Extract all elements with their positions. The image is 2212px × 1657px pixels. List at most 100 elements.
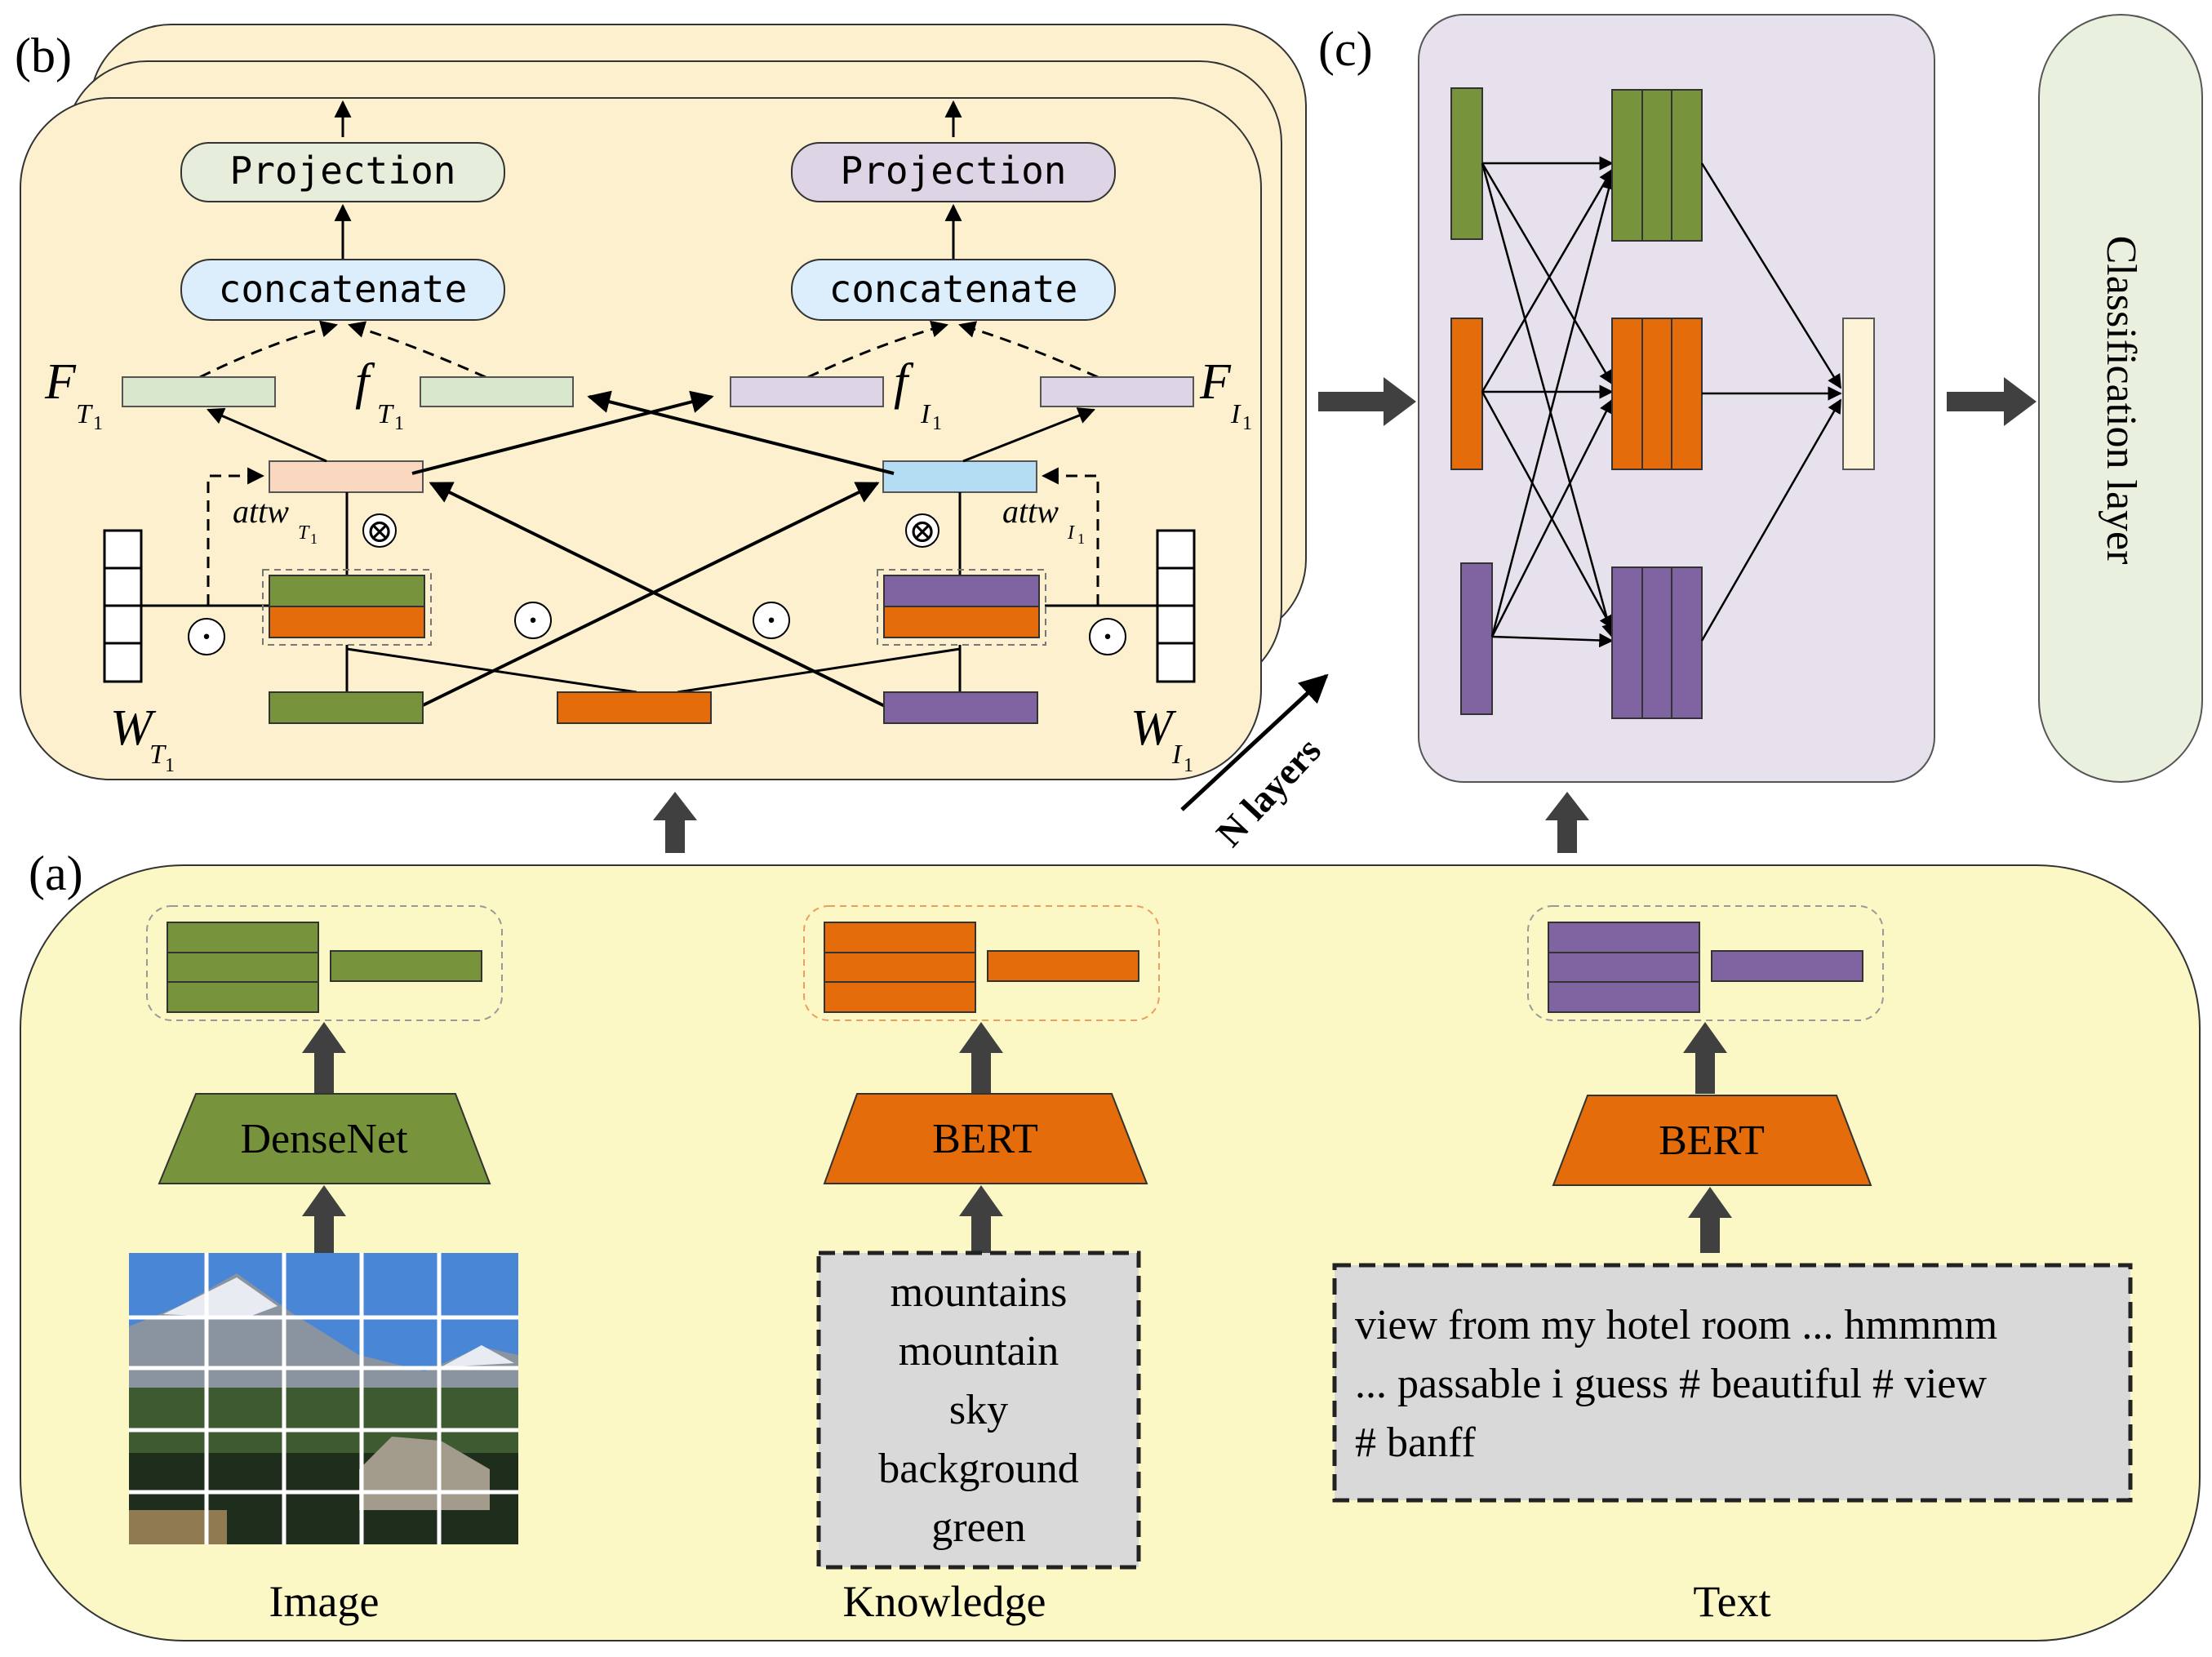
projection-box-left	[180, 142, 505, 202]
fusion-output-arrows	[1700, 162, 1842, 642]
arrow-attI-to-fT	[587, 390, 895, 475]
label-F-I-sub: I	[1230, 399, 1241, 429]
concatenate-label-right: concatenate	[829, 267, 1078, 311]
densenet-label: DenseNet	[240, 1116, 408, 1162]
arrow-green-to-attI	[415, 482, 880, 710]
fusion-input-purple	[1460, 562, 1493, 715]
dashed-arrow-WT-to-attT	[207, 467, 265, 606]
fusion-output-vector	[1842, 318, 1875, 470]
panel-c-label: (c)	[1318, 22, 1373, 76]
knowledge-word: mountains	[891, 1269, 1068, 1316]
concatenate-box-left	[180, 259, 505, 321]
dashed-arrow-fT-concat	[347, 321, 486, 379]
input-bar-green	[269, 691, 424, 724]
embedding-group-text	[1527, 905, 1884, 1021]
arrow-c-to-classification	[1947, 377, 2037, 426]
projection-label-left: Projection	[230, 149, 456, 193]
concatenate-box-right	[791, 259, 1116, 321]
text-box	[1332, 1263, 2133, 1503]
arrow-a-to-b	[653, 792, 697, 853]
odot-symbol-2: ·	[527, 602, 538, 638]
label-f-T-sub: T	[377, 399, 394, 429]
knowledge-words: mountains mountain sky background green	[878, 1269, 1078, 1551]
classification-layer-label: Classification layer	[2098, 236, 2144, 565]
stacked-pair-I	[877, 569, 1046, 646]
knowledge-caption: Knowledge	[843, 1577, 1046, 1626]
dashed-arrow-FI-concat	[957, 321, 1099, 379]
image-caption: Image	[269, 1577, 380, 1626]
feature-bar-F-I	[1040, 376, 1194, 407]
otimes-icon-left	[362, 513, 397, 548]
arrow-text-to-bert	[1688, 1187, 1732, 1253]
stacked-pair-T	[262, 569, 432, 646]
label-F-I: F	[1199, 354, 1232, 410]
arrow-b-to-c	[1318, 377, 1416, 426]
panel-a-label: (a)	[29, 846, 83, 900]
panel-c: (c)	[1318, 14, 1935, 783]
projection-box-right	[791, 142, 1116, 202]
label-attw-T-sub: T	[298, 522, 310, 544]
label-W-T-index: 1	[165, 755, 175, 776]
fusion-cross-arrows	[1481, 156, 1616, 648]
arrow-bert-text-to-embedding	[1683, 1022, 1727, 1094]
arrow-image-to-densenet	[302, 1185, 346, 1253]
input-bar-orange	[557, 691, 712, 724]
arrow-knowledge-to-bert	[959, 1185, 1003, 1253]
weight-vector-I	[1156, 529, 1196, 683]
feature-bar-f-T	[420, 376, 574, 407]
label-W-I-sub: I	[1171, 740, 1183, 770]
embedding-group-image	[146, 905, 503, 1021]
fusion-block-orange	[1611, 318, 1703, 470]
feature-bar-F-T	[122, 376, 276, 407]
dashed-arrow-fI-concat	[807, 320, 949, 379]
label-f-I-sub: I	[920, 399, 931, 429]
attention-box-I	[882, 460, 1037, 493]
knowledge-word: sky	[949, 1387, 1008, 1433]
label-attw-T: attw	[233, 493, 289, 530]
label-f-T-index: 1	[394, 413, 404, 434]
odot-icon-2	[514, 602, 552, 639]
odot-icon-1	[188, 618, 225, 655]
weight-vector-T	[103, 529, 143, 683]
knowledge-word: mountain	[899, 1328, 1059, 1375]
fusion-input-green	[1450, 87, 1483, 240]
concatenate-label-left: concatenate	[219, 267, 468, 311]
fusion-block-green	[1611, 89, 1703, 242]
odot-symbol-4: ·	[1102, 618, 1113, 655]
knowledge-word: background	[878, 1446, 1078, 1492]
label-W-I: W	[1130, 700, 1177, 756]
arrow-bert-knowledge-to-embedding	[959, 1022, 1003, 1094]
label-f-I-index: 1	[932, 413, 942, 434]
label-F-T-index: 1	[93, 413, 103, 434]
otimes-icon-right	[905, 513, 939, 548]
classification-layer-box	[2038, 14, 2203, 783]
label-F-T: F	[44, 354, 77, 410]
text-line: # banff	[1355, 1419, 1476, 1466]
input-bar-purple	[883, 691, 1038, 724]
bert-text-label: BERT	[1659, 1117, 1765, 1164]
label-W-I-index: 1	[1184, 755, 1193, 776]
label-attw-I-index: 1	[1077, 531, 1085, 547]
odot-icon-3	[753, 602, 790, 639]
fusion-block-purple	[1611, 566, 1703, 719]
label-W-T: W	[110, 700, 157, 756]
input-image-photo	[129, 1253, 518, 1544]
label-attw-T-index: 1	[310, 531, 318, 547]
arrow-attI-to-FI	[962, 407, 1095, 463]
dashed-arrow-WI-to-attI	[1041, 467, 1099, 606]
arrow-densenet-to-embedding	[302, 1022, 346, 1094]
knowledge-word: green	[931, 1504, 1025, 1551]
text-line: ... passable i guess # beautiful # view	[1355, 1361, 1988, 1407]
arrow-attT-to-fI	[411, 390, 714, 475]
text-line: view from my hotel room ... hmmmm	[1355, 1302, 1997, 1348]
label-F-I-index: 1	[1242, 413, 1252, 434]
bert-encoder-knowledge	[823, 1093, 1148, 1184]
arrow-purple-to-attT	[429, 482, 891, 710]
bert-knowledge-label: BERT	[932, 1116, 1038, 1162]
fusion-input-orange	[1450, 318, 1483, 470]
panel-b: (b) Projection Projection concatenate co…	[15, 24, 1307, 780]
densenet-encoder	[158, 1093, 491, 1184]
arrow-a-to-c	[1545, 792, 1589, 853]
odot-icon-4	[1089, 618, 1126, 655]
